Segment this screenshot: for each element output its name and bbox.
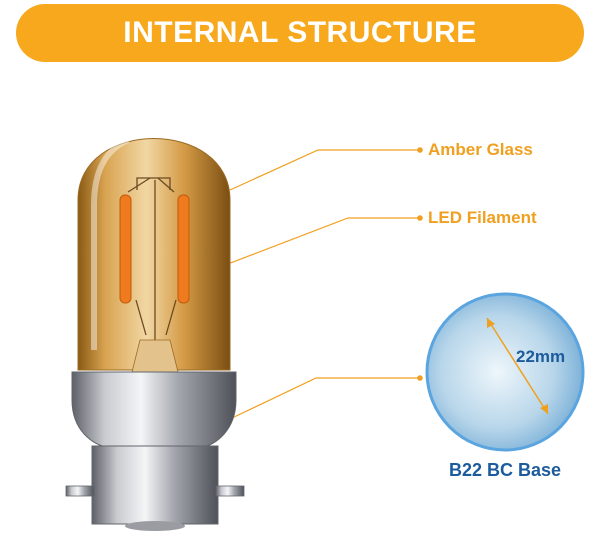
filament-supports [127, 177, 177, 340]
amber-glass-leader-dot [417, 147, 423, 153]
amber-glass [77, 138, 231, 371]
led-filament-leader-dot [417, 215, 423, 221]
base-leader [231, 377, 420, 419]
bulb [65, 137, 245, 531]
base-pin-right [215, 485, 245, 497]
glass-stem [131, 339, 179, 373]
inset-circle [425, 292, 585, 452]
metal-base [91, 445, 219, 525]
led-filament-right [177, 194, 190, 304]
metal-collar [71, 371, 237, 449]
led-filament-left [119, 194, 132, 304]
title-banner: INTERNAL STRUCTURE [16, 4, 584, 62]
led-filament-label: LED Filament [428, 208, 537, 227]
amber-glass-label: Amber Glass [428, 140, 533, 159]
base-label: B22 BC Base [449, 460, 562, 480]
leader-lines [185, 147, 423, 419]
banner-title: INTERNAL STRUCTURE [123, 16, 477, 49]
base-contact [125, 521, 185, 531]
base-inset: 22mm [425, 292, 585, 452]
dimension-label: 22mm [516, 347, 565, 366]
led-filament-leader [185, 217, 420, 281]
glass-highlight [91, 137, 130, 350]
dimension-arrow [486, 317, 549, 415]
base-pin-left [65, 485, 95, 497]
base-leader-dot [417, 375, 423, 381]
amber-glass-leader [229, 149, 420, 191]
